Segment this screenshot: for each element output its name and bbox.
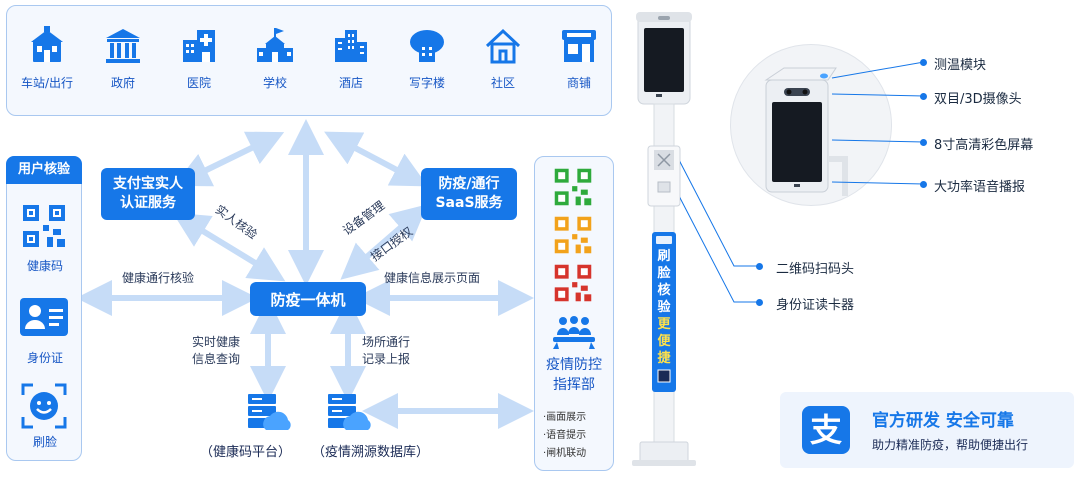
place-label: 写字楼 xyxy=(408,76,445,90)
place-label: 政府 xyxy=(110,76,135,90)
command-title: 疫情防控 指挥部 xyxy=(535,355,613,395)
id-card-icon xyxy=(20,298,68,336)
command-panel: 疫情防控 指挥部 ·画面展示 ·语音提示 ·闸机联动 xyxy=(534,156,614,471)
place-label: 车站/出行 xyxy=(20,76,74,90)
realtime-line2: 信息查询 xyxy=(192,352,241,366)
label-realtime-query: 实时健康 信息查询 xyxy=(192,334,240,368)
station-icon xyxy=(31,26,63,62)
banner-char: 捷 xyxy=(657,351,671,366)
callout-speaker: 大功率语音播报 xyxy=(934,180,1026,195)
place-label: 商铺 xyxy=(566,76,591,90)
place-office: 写字楼 xyxy=(395,26,459,91)
office-cloud-icon xyxy=(410,30,444,62)
callout-thermo: 测温模块 xyxy=(934,58,987,73)
alipay-logo-icon: 支 xyxy=(802,406,850,454)
command-title-line2: 指挥部 xyxy=(553,377,595,393)
id-card-label: 身份证 xyxy=(26,351,63,365)
saas-box: 防疫/通行 SaaS服务 xyxy=(421,168,517,220)
center-device-box: 防疫一体机 xyxy=(250,282,366,316)
place-label: 学校 xyxy=(262,76,287,90)
saas-line2: SaaS服务 xyxy=(435,195,503,211)
callout-dot xyxy=(756,299,763,306)
place-school: 学校 xyxy=(243,26,307,91)
callout-lines xyxy=(680,61,925,303)
device-banner: 刷脸核验更便捷 xyxy=(652,248,676,367)
qr-code-red-icon xyxy=(554,264,592,302)
places-panel: 车站/出行 政府 医院 学校 酒店 写字楼 社区 商铺 xyxy=(6,5,612,116)
label-venue-report: 场所通行 记录上报 xyxy=(362,334,410,368)
alipay-auth-box: 支付宝实人 认证服务 xyxy=(101,168,195,220)
meeting-icon xyxy=(553,316,595,349)
callout-qr-scanner: 二维码扫码头 xyxy=(776,262,855,277)
label-health-check: 健康通行核验 xyxy=(122,271,195,285)
device-illustration xyxy=(632,12,696,466)
arrow-places-saas xyxy=(324,131,428,187)
hospital-icon xyxy=(183,30,215,62)
center-label: 防疫一体机 xyxy=(270,290,346,309)
zoomed-device-head xyxy=(764,67,848,196)
place-government: 政府 xyxy=(91,26,155,91)
face-scan-icon xyxy=(21,383,67,429)
server-cloud-icon xyxy=(248,394,291,430)
hotel-icon xyxy=(335,30,367,62)
place-label: 酒店 xyxy=(338,76,363,90)
feature-gate: ·闸机联动 xyxy=(543,448,587,459)
server-cloud-icon xyxy=(328,394,371,430)
banner-char: 更 xyxy=(657,317,671,332)
government-icon xyxy=(106,29,140,63)
health-db-label: （健康码平台） xyxy=(200,445,292,460)
arrow-places-alipay xyxy=(173,131,285,187)
arrow-alipay-center xyxy=(172,212,286,282)
place-community: 社区 xyxy=(471,26,535,91)
realtime-line1: 实时健康 xyxy=(192,335,241,349)
brand-sub: 助力精准防疫，帮助便捷出行 xyxy=(872,438,1029,452)
alipay-auth-line1: 支付宝实人 xyxy=(113,176,183,192)
face-scan-label: 刷脸 xyxy=(32,435,57,449)
user-verify-panel: 用户核验 健康码 身份证 刷脸 xyxy=(6,156,82,461)
arrow-saas-center xyxy=(340,204,428,280)
qr-code-green-icon xyxy=(554,168,592,206)
callout-dot xyxy=(920,93,927,100)
alipay-auth-line2: 认证服务 xyxy=(120,195,176,211)
school-icon xyxy=(257,28,293,62)
callout-dot xyxy=(920,181,927,188)
device-banner-text: 刷脸核验更便捷 xyxy=(652,248,676,367)
place-station: 车站/出行 xyxy=(15,26,79,91)
saas-line1: 防疫/通行 xyxy=(438,176,500,192)
banner-char: 便 xyxy=(657,334,671,349)
banner-char: 核 xyxy=(657,283,671,298)
brand-slogan: 官方研发 安全可靠 xyxy=(872,411,1014,431)
callout-camera: 双目/3D摄像头 xyxy=(934,92,1022,107)
health-code-label: 健康码 xyxy=(26,259,63,273)
qr-code-yellow-icon xyxy=(554,216,592,254)
brand-box: 支 官方研发 安全可靠 助力精准防疫，帮助便捷出行 xyxy=(780,392,1074,468)
banner-char: 验 xyxy=(657,300,671,315)
venue-line2: 记录上报 xyxy=(362,352,411,366)
banner-char: 刷 xyxy=(657,249,671,264)
callout-dot xyxy=(920,139,927,146)
callout-dot xyxy=(756,263,763,270)
place-label: 医院 xyxy=(186,76,211,90)
trace-db-label: （疫情溯源数据库） xyxy=(312,445,430,460)
shop-icon xyxy=(562,30,596,62)
callout-dot xyxy=(920,59,927,66)
user-verify-title: 用户核验 xyxy=(6,156,82,184)
place-hospital: 医院 xyxy=(167,26,231,91)
banner-char: 脸 xyxy=(657,266,671,281)
place-label: 社区 xyxy=(490,76,515,90)
venue-line1: 场所通行 xyxy=(362,335,411,349)
label-health-display: 健康信息展示页面 xyxy=(384,271,481,285)
callout-screen: 8寸高清彩色屏幕 xyxy=(934,138,1034,153)
community-icon xyxy=(485,28,521,64)
command-title-line1: 疫情防控 xyxy=(546,357,602,373)
qr-code-icon xyxy=(23,205,65,247)
callout-id-reader: 身份证读卡器 xyxy=(776,298,855,313)
place-shop: 商铺 xyxy=(547,26,611,91)
flow-arrows xyxy=(76,119,534,429)
place-hotel: 酒店 xyxy=(319,26,383,91)
feature-voice: ·语音提示 xyxy=(543,430,587,441)
feature-display: ·画面展示 xyxy=(543,412,587,423)
command-features: ·画面展示 ·语音提示 ·闸机联动 xyxy=(543,409,586,463)
